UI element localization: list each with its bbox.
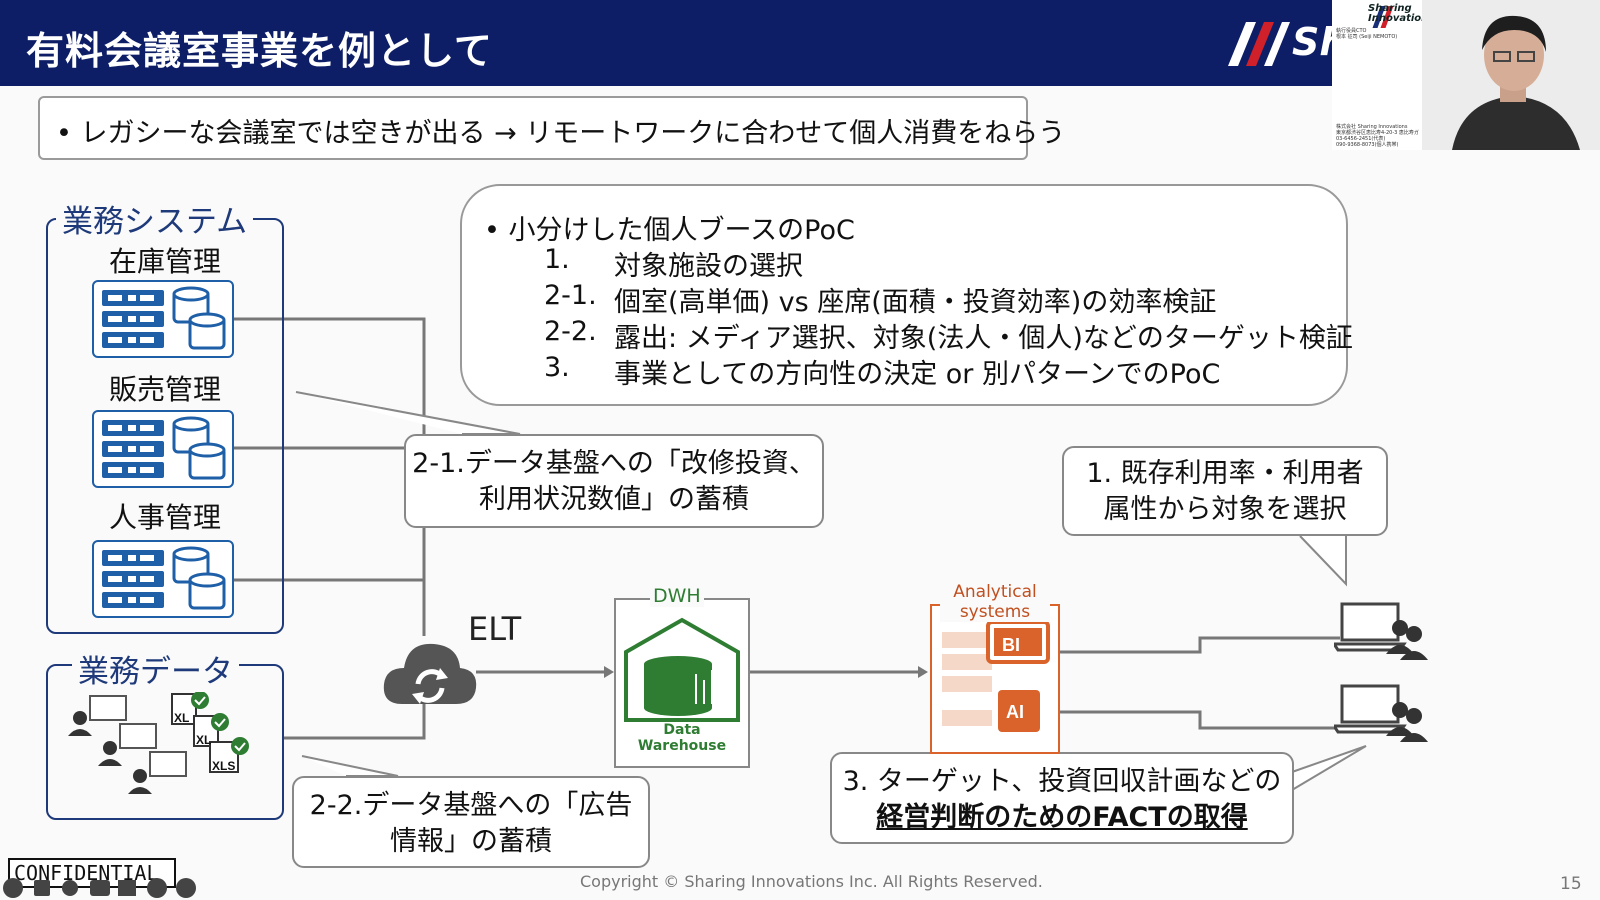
server-tile-sales bbox=[92, 410, 234, 488]
callout-line: 利用状況数値」の蓄積 bbox=[479, 484, 749, 515]
checkmark-icon bbox=[191, 692, 249, 755]
callout-line: 2-1.データ基盤への「改修投資、 bbox=[412, 448, 816, 479]
poc-step-text: 露出: メディア選択、対象(法人・個人)などのターゲット検証 bbox=[614, 323, 1353, 354]
data-warehouse-icon bbox=[624, 617, 740, 722]
file-label: XL bbox=[196, 733, 211, 747]
slide-title: 有料会議室事業を例として bbox=[26, 29, 493, 73]
presenter-video bbox=[1422, 0, 1600, 150]
copyright-text: Copyright © Sharing Innovations Inc. All… bbox=[580, 872, 1043, 891]
screen-icon[interactable] bbox=[118, 880, 136, 896]
business-systems-label: 業務システム bbox=[56, 196, 254, 241]
callout-fact: 3. ターゲット、投資回収計画などの 経営判断のためのFACTの取得 bbox=[830, 752, 1294, 844]
business-data-illustration: XL XL XLS bbox=[68, 692, 249, 794]
sharing-innovations-logo-icon bbox=[1372, 6, 1394, 28]
callout-target-select: 1. 既存利用率・利用者 属性から対象を選択 bbox=[1062, 446, 1388, 536]
file-label: XLS bbox=[212, 759, 235, 773]
users-icon bbox=[68, 711, 152, 794]
prev-icon[interactable] bbox=[3, 878, 23, 898]
next-icon[interactable] bbox=[176, 878, 196, 898]
callout-line-emphasis: 経営判断のためのFACTの取得 bbox=[832, 800, 1292, 836]
fact-emphasis-text: 経営判断のためのFACTの取得 bbox=[876, 802, 1248, 833]
poc-plan-box bbox=[460, 184, 1348, 406]
poc-step-text: 事業としての方向性の決定 or 別パターンでのPoC bbox=[614, 359, 1221, 390]
system-name-hr: 人事管理 bbox=[108, 501, 221, 534]
server-tile-hr bbox=[92, 540, 234, 618]
zoom-icon[interactable] bbox=[62, 880, 78, 896]
webcam-role: 執行役員CTO bbox=[1336, 28, 1367, 34]
webcam-overlay: Sharing Innovations 執行役員CTO 根本 征司 (Seiji… bbox=[1332, 0, 1600, 150]
callout-line: 2-2.データ基盤への「広告 bbox=[309, 790, 633, 821]
dwh-caption: Data Warehouse bbox=[637, 722, 727, 754]
cloud-sync-icon bbox=[383, 643, 477, 704]
server-tile-inventory bbox=[92, 280, 234, 358]
analytical-label-line: systems bbox=[959, 602, 1031, 622]
end-users-illustration bbox=[1334, 602, 1428, 742]
database-icon bbox=[172, 416, 226, 480]
brand-logo-icon bbox=[1228, 22, 1290, 66]
webcam-footer-line: 東京都渋谷区恵比寿4-20-3 恵比寿ガ bbox=[1336, 130, 1419, 136]
player-controls bbox=[3, 878, 196, 898]
poc-step-number: 3. bbox=[544, 352, 570, 383]
bi-icon: BI bbox=[986, 620, 1050, 664]
analytical-systems-label: Analytical systems bbox=[940, 582, 1050, 622]
webcam-footer-line: 090-9368-8073(個人携帯) bbox=[1336, 142, 1399, 148]
captions-icon[interactable] bbox=[90, 880, 110, 896]
webcam-name: 根本 征司 (Seiji NEMOTO) bbox=[1336, 34, 1398, 40]
title-bar bbox=[0, 0, 1332, 86]
more-icon[interactable] bbox=[147, 878, 167, 898]
poc-step-text: 個室(高単価) vs 座席(面積・投資効率)の効率検証 bbox=[614, 287, 1217, 318]
database-icon bbox=[172, 546, 226, 610]
callout-line: 3. ターゲット、投資回収計画などの bbox=[842, 766, 1282, 797]
poc-step-number: 2-2. bbox=[544, 316, 597, 347]
business-data-label: 業務データ bbox=[72, 646, 239, 691]
dwh-box bbox=[614, 598, 750, 768]
pen-icon[interactable] bbox=[34, 880, 50, 896]
analytical-systems-box: BI AI bbox=[930, 604, 1060, 754]
excel-file-icon bbox=[171, 693, 239, 773]
webcam-company-name: Sharing Innovations bbox=[1368, 3, 1435, 24]
system-name-sales: 販売管理 bbox=[108, 373, 221, 406]
poc-step-number: 1. bbox=[544, 244, 570, 275]
file-label: XL bbox=[174, 711, 189, 725]
callout-line: 1. 既存利用率・利用者 bbox=[1086, 458, 1364, 489]
callout-data-ads: 2-2.データ基盤への「広告 情報」の蓄積 bbox=[292, 776, 650, 868]
ai-label: AI bbox=[1006, 702, 1024, 722]
callout-line: 属性から対象を選択 bbox=[1103, 494, 1347, 525]
bi-label: BI bbox=[1002, 635, 1020, 655]
poc-step-text: 対象施設の選択 bbox=[614, 251, 803, 282]
laptop-icon bbox=[89, 695, 187, 777]
webcam-footer-line: 株式会社 Sharing Innovations bbox=[1336, 124, 1408, 130]
ai-chip-icon: AI bbox=[998, 690, 1040, 732]
poc-step-number: 2-1. bbox=[544, 280, 597, 311]
dwh-label: DWH bbox=[650, 585, 704, 607]
webcam-contact-info: 株式会社 Sharing Innovations 東京都渋谷区恵比寿4-20-3… bbox=[1336, 124, 1426, 148]
analytical-label-line: Analytical bbox=[953, 582, 1037, 602]
callout-line: 情報」の蓄積 bbox=[390, 826, 552, 857]
webcam-name-card: 執行役員CTO 根本 征司 (Seiji NEMOTO) bbox=[1336, 28, 1426, 40]
database-icon bbox=[172, 286, 226, 350]
summary-banner: • レガシーな会議室では空きが出る → リモートワークに合わせて個人消費をねらう bbox=[38, 96, 1065, 160]
summary-banner-text: • レガシーな会議室では空きが出る → リモートワークに合わせて個人消費をねらう bbox=[56, 118, 1066, 149]
elt-label: ELT bbox=[468, 610, 522, 648]
system-name-inventory: 在庫管理 bbox=[108, 245, 221, 278]
page-number: 15 bbox=[1560, 874, 1582, 894]
webcam-footer-line: 03-6456-2451(代表) bbox=[1336, 136, 1386, 142]
callout-data-investment: 2-1.データ基盤への「改修投資、 利用状況数値」の蓄積 bbox=[404, 434, 824, 528]
users-icon bbox=[1386, 620, 1428, 742]
poc-heading: • 小分けした個人ブースのPoC bbox=[484, 215, 855, 246]
